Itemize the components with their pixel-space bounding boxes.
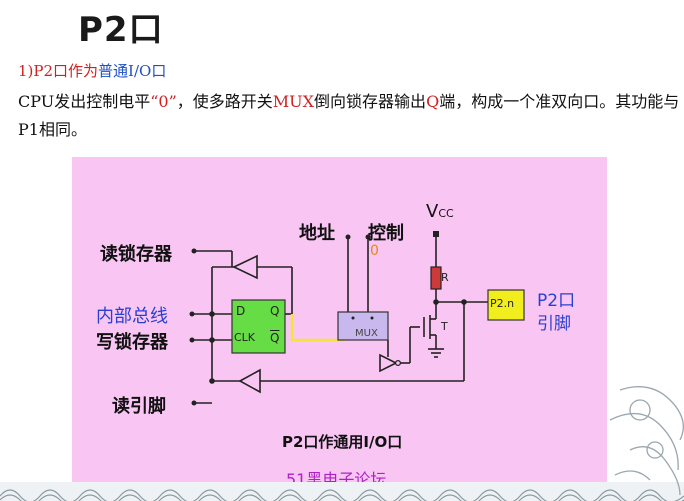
control-label: 控制 [368, 223, 404, 244]
desc-q: Q [426, 92, 440, 111]
description-paragraph: CPU发出控制电平“0”，使多路开关MUX倒向锁存器输出Q端，构成一个准双向口。… [18, 88, 680, 144]
desc-part-3: 倒向锁存器输出 [314, 92, 427, 111]
circuit-diagram: VCC 地址 控制 0 读锁存器 内部总线 写锁存器 读引脚 P2口 引脚 P2… [72, 157, 607, 489]
decorative-dragon-pattern [609, 386, 684, 496]
pin-label-line2: 引脚 [537, 314, 571, 334]
desc-mux: MUX [272, 92, 315, 111]
section-name: P2口作为 [33, 62, 99, 80]
internal-bus-label: 内部总线 [96, 306, 168, 327]
resistor-label: R [441, 271, 449, 284]
vcc-main: V [426, 201, 439, 222]
section-mode: 普通I/O口 [98, 62, 167, 80]
desc-part-4: 端，构成一个准双向口。其功能与P1相同。 [18, 92, 680, 139]
figure-caption: P2口作通用I/O口 [282, 433, 403, 451]
ff-clk-label: CLK [234, 331, 256, 344]
pin-label-line1: P2口 [537, 291, 576, 311]
vcc-label: VCC [426, 201, 454, 222]
section-heading: 1)P2口作为普通I/O口 [18, 60, 166, 81]
read-pin-label: 读引脚 [112, 396, 166, 417]
ff-d-label: D [236, 304, 246, 318]
section-number: 1) [18, 62, 34, 80]
address-label: 地址 [299, 223, 335, 244]
transistor-label: T [441, 320, 448, 333]
desc-part-2: ，使多路开关 [176, 92, 273, 111]
ff-q-label: Q [270, 304, 280, 318]
desc-part-1: CPU发出控制电平 [18, 92, 151, 111]
page-title: P2口 [78, 10, 164, 50]
pin-box-label: P2.n [490, 297, 515, 310]
ff-qbar-label: Q [270, 331, 280, 345]
desc-level: “0” [150, 92, 177, 111]
write-latch-label: 写锁存器 [96, 332, 168, 353]
vcc-subscript: CC [438, 207, 454, 220]
decorative-wave-border [0, 482, 684, 501]
read-latch-label: 读锁存器 [100, 244, 172, 265]
mux-label: MUX [355, 328, 378, 339]
control-value: 0 [370, 243, 379, 259]
circuit-schematic [189, 231, 525, 406]
